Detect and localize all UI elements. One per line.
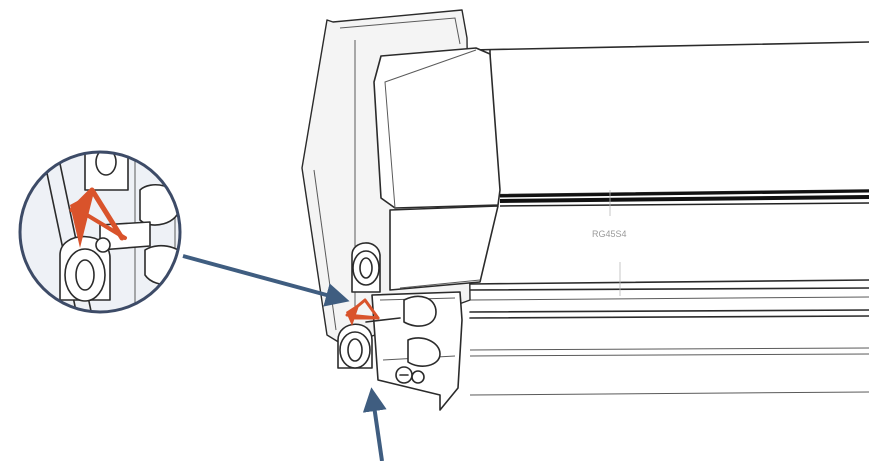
spring-clip: [345, 298, 380, 326]
callout-arrow: [182, 254, 350, 307]
magnified-detail: [39, 152, 180, 312]
roller-blind-cassette: RG45S4: [427, 41, 869, 396]
magnifier-callout: [18, 150, 182, 314]
end-bracket: [337, 242, 463, 411]
part-number-label: RG45S4: [592, 229, 627, 239]
fabric-roll: [499, 189, 869, 207]
install-direction-arrow: [362, 387, 387, 461]
end-cap: [373, 47, 501, 291]
